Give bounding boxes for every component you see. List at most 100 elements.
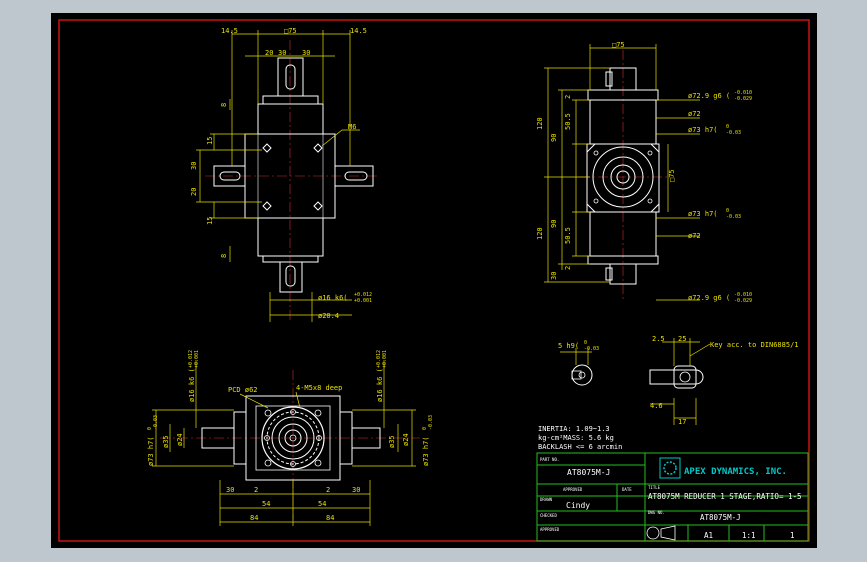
checked-label: CHECKED [540,513,557,518]
part-no: AT8075M-J [567,468,610,477]
key-note: Key acc. to DIN6885/1 [710,341,799,349]
front-right-h7: ø73 h7( [422,436,430,466]
front-right-h7-tol-lower: -0.03 [428,415,434,430]
sheet-border [58,19,810,542]
dim-top-30b: 30 [302,49,310,57]
front-dim-84a: 84 [250,514,258,522]
key-detail-labels: 5 h9( 0 -0.03 2.5 25 Key acc. to DIN6885… [558,335,799,426]
front-right-h7-tol-upper: 0 [422,427,428,430]
front-dim-2b: 2 [326,486,330,494]
key-dim-46: 4.6 [650,402,663,410]
front-dim-2a: 2 [254,486,258,494]
side-tol-h7-bottom-upper: 0 [726,208,729,214]
sheet-size: A1 [704,531,713,540]
front-right-35: ø35 [388,435,396,448]
side-dim-120a: 120 [536,117,544,130]
thread-label-m6: M6 [348,123,356,131]
side-label-g6-bottom: ø72.9 g6 ( [688,294,730,302]
side-dim-30: 30 [550,272,558,280]
dim-left-30: 30 [190,162,198,170]
dim-top-left: 14.5 [221,27,238,35]
front-left-k6-tol-upper: +0.012 [188,350,194,368]
side-dim-90b: 90 [550,220,558,228]
top-view [196,30,380,322]
side-dim-120b: 120 [536,227,544,240]
dim-top-20: 20 [265,49,273,57]
spec-inertia: INERTIA: 1.09~1.3 [538,425,610,433]
dwg-no-label: DWG NO. [648,510,665,515]
key-dim-25: 2.5 [652,335,665,343]
dim-top-square: □75 [284,27,297,35]
approved2-label: APPROVED [540,527,560,532]
front-right-k6: ø16 k6 ( [376,368,384,402]
side-label-g6-top: ø72.9 g6 ( [688,92,730,100]
front-left-h7-tol-lower: -0.03 [153,415,159,430]
side-tol-g6-bottom-upper: -0.010 [734,292,752,298]
side-dim-top: □75 [612,41,625,49]
dim-left-8a: 8 [220,103,228,107]
side-view [544,44,700,301]
front-dim-54a: 54 [262,500,270,508]
front-view-labels: ø16 k6 ( +0.012 +0.001 ø73 h7( 0 -0.03 ø… [147,350,434,522]
company-name: APEX DYNAMICS, INC. [684,467,787,477]
sheet-number: 1 [790,531,795,540]
side-tol-g6-bottom-lower: -0.029 [734,298,752,304]
side-dim-2a: 2 [564,95,572,99]
front-left-k6: ø16 k6 ( [188,368,196,402]
side-label-square: □75 [668,169,676,182]
front-right-k6-tol-lower: +0.001 [382,350,388,368]
drawing-title: AT8075M REDUCER 1 STAGE,RATIO= 1-5 [648,492,802,501]
front-right-24: ø24 [402,433,410,446]
side-tol-g6-top-upper: -0.010 [734,90,752,96]
side-label-h7-bottom: ø73 h7( [688,210,718,218]
approved-label: APPROVED [563,487,583,492]
key-tol-upper: 0 [584,340,587,346]
pcd-label: PCD ø62 [228,386,258,394]
front-left-k6-tol-lower: +0.001 [194,350,200,368]
side-tol-h7-top-lower: -0.03 [726,130,741,136]
side-tol-g6-top-lower: -0.029 [734,96,752,102]
key-detail [560,338,711,425]
specs: INERTIA: 1.09~1.3 kg-cm²MASS: 5.6 kg BAC… [538,425,622,451]
front-left-h7-tol-upper: 0 [147,427,153,430]
front-dim-30a: 30 [226,486,234,494]
front-view [152,360,420,526]
dim-left-20: 20 [190,188,198,196]
front-left-h7: ø73 h7( [147,436,155,466]
key-dim-5h9: 5 h9( [558,342,579,350]
side-label-72-bottom: ø72 [688,232,701,240]
dim-top-right: 14.5 [350,27,367,35]
side-view-labels: □75 120 90 50.5 2 120 90 50.5 30 2 ø72.9… [536,41,752,304]
date-label: DATE [622,487,632,492]
side-label-72-top: ø72 [688,110,701,118]
front-dim-84b: 84 [326,514,334,522]
shaft-key-label: ø20.4 [318,312,339,320]
drawn-by: Cindy [566,501,590,510]
side-tol-h7-top-upper: 0 [726,124,729,130]
side-dim-505a: 50.5 [564,113,572,130]
key-dim-25b: 25 [678,335,686,343]
shaft-od-tol-upper: +0.012 [354,292,372,298]
key-dim-17: 17 [678,418,686,426]
title-label: TITLE [648,485,661,490]
title-block-text: PART NO. AT8075M-J APEX DYNAMICS, INC. A… [540,457,802,540]
thread-label: 4-M5x8 deep [296,384,342,392]
front-left-35: ø35 [162,435,170,448]
part-no-label: PART NO. [540,457,559,462]
front-dim-54b: 54 [318,500,326,508]
spec-backlash: BACKLASH <= 6 arcmin [538,443,622,451]
shaft-od-tol-lower: +0.001 [354,298,372,304]
dim-left-15a: 15 [206,137,214,145]
title-block [536,452,809,542]
drawn-label: DRAWN [540,497,553,502]
company-logo [646,457,681,541]
shaft-od-label: ø16 k6( [318,294,348,302]
sheet-scale: 1:1 [742,531,756,540]
dim-left-15b: 15 [206,217,214,225]
dwg-no: AT8075M-J [700,513,741,522]
side-dim-2b: 2 [564,266,572,270]
dim-top-30a: 30 [278,49,286,57]
side-label-h7-top: ø73 h7( [688,126,718,134]
drawing-sheet [51,13,817,548]
